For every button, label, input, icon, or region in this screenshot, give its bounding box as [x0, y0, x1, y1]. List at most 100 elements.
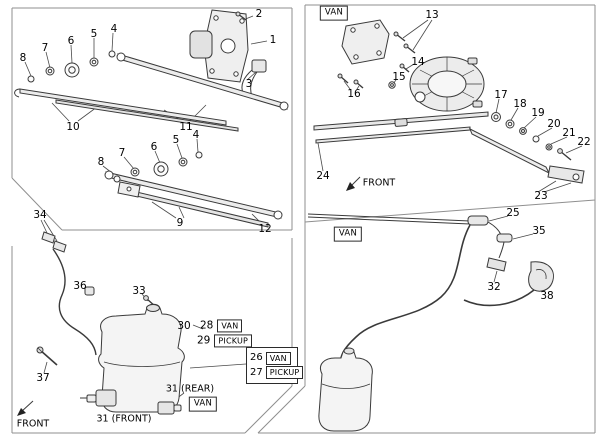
- callout-7-b: 7: [118, 146, 126, 159]
- callout-1: 1: [269, 33, 277, 46]
- motor-bracket: [341, 19, 390, 65]
- callout-10: 10: [66, 120, 80, 133]
- callout-5-b: 5: [172, 133, 180, 146]
- screw-37: [39, 349, 58, 366]
- front-label-right: FRONT: [362, 177, 396, 189]
- van-tag-31-rear: VAN: [188, 396, 218, 412]
- van-tag-26: VAN: [265, 351, 291, 365]
- pickup-tag-29: PICKUP: [214, 334, 253, 348]
- callout-28-row: 28 VAN: [200, 319, 243, 333]
- callout-27-row: 27 PICKUP: [250, 366, 304, 380]
- panel-bottom-left-border: [11, 238, 293, 434]
- nut-8: [113, 175, 121, 183]
- callout-12: 12: [258, 222, 272, 235]
- callout-21: 21: [562, 126, 576, 139]
- callout-9: 9: [176, 216, 184, 229]
- callout-16: 16: [347, 87, 361, 100]
- callout-26: 26: [250, 352, 263, 364]
- callout-14: 14: [411, 55, 425, 68]
- nut-4: [108, 50, 116, 58]
- callout-29-row: 29 PICKUP: [197, 334, 253, 348]
- motor-shaft: [414, 91, 426, 103]
- callout-25: 25: [506, 206, 520, 219]
- callout-3: 3: [245, 77, 253, 90]
- callout-28: 28: [200, 319, 214, 332]
- washer-nozzle-34a: [41, 231, 56, 244]
- hose-main: [339, 224, 471, 367]
- callout-37: 37: [36, 371, 50, 384]
- callout-13: 13: [425, 8, 439, 21]
- nut-8: [27, 75, 35, 83]
- washer-circuit-van: [307, 213, 554, 432]
- hose-top: [307, 213, 471, 225]
- callout-4-a: 4: [110, 22, 118, 35]
- washer-system-front: [17, 231, 185, 416]
- callout-24: 24: [316, 169, 330, 182]
- callout-7-a: 7: [41, 41, 49, 54]
- callout-35: 35: [532, 224, 546, 237]
- van-tag-28: VAN: [217, 319, 243, 333]
- pump-rear-31: [157, 401, 175, 415]
- panel-mid-right-border: [257, 200, 596, 434]
- callout-17: 17: [494, 88, 508, 101]
- wiper-motor-front: [189, 30, 213, 59]
- callout-32: 32: [487, 280, 501, 293]
- callout-26-row: 26 VAN: [250, 351, 294, 365]
- callout-34: 34: [33, 208, 47, 221]
- callout-2: 2: [255, 7, 263, 20]
- callout-4-b: 4: [192, 128, 200, 141]
- callout-30: 30: [177, 319, 191, 332]
- filler-cap-30: [146, 304, 160, 312]
- wiper-arm: [19, 88, 227, 126]
- callout-8-a: 8: [19, 51, 27, 64]
- callout-22: 22: [577, 135, 591, 148]
- hose-junction-35: [496, 233, 513, 243]
- panel-top-right-border: [304, 4, 596, 223]
- hose: [52, 248, 97, 356]
- van-tag-mid-right: VAN: [333, 226, 363, 242]
- washer-nozzle-32: [486, 257, 507, 272]
- panel-borders: [11, 4, 596, 434]
- callout-11: 11: [179, 120, 193, 133]
- filler-cap: [343, 347, 355, 355]
- callout-8-b: 8: [97, 155, 105, 168]
- front-label-bottom: FRONT: [16, 418, 50, 430]
- nut-4: [195, 151, 203, 159]
- hose-connector-25: [467, 215, 489, 226]
- callout-33: 33: [132, 284, 146, 297]
- callout-31-front: 31 (FRONT): [96, 413, 152, 425]
- wiper-linkage-assembly-2: [104, 151, 283, 228]
- hose-clip-36: [84, 286, 95, 296]
- callout-27: 27: [250, 366, 263, 378]
- callout-6-a: 6: [67, 34, 75, 47]
- callout-18: 18: [513, 97, 527, 110]
- arm-adapter-23: [547, 165, 585, 184]
- variant-box-26-27: 26 VAN 27 PICKUP: [246, 347, 304, 384]
- washer-nozzle-34b: [52, 240, 67, 253]
- callout-38: 38: [540, 289, 554, 302]
- panel-top-left-border: [11, 7, 293, 231]
- elbow-38: [528, 261, 554, 292]
- washer-bottle-van: [318, 347, 373, 432]
- callout-20: 20: [547, 117, 561, 130]
- wiper-blade-lower: [315, 126, 471, 144]
- wiper-motor-assembly-van: [313, 19, 585, 191]
- washer-20: [532, 135, 540, 143]
- callout-5-a: 5: [90, 27, 98, 40]
- wiper-blade: [55, 99, 239, 132]
- connector-3: [251, 59, 267, 73]
- van-tag-top-right: VAN: [319, 5, 349, 21]
- callout-6-b: 6: [150, 140, 158, 153]
- callout-29: 29: [197, 334, 211, 347]
- hose-branch: [463, 289, 535, 307]
- callout-36: 36: [73, 279, 87, 292]
- pickup-tag-27: PICKUP: [265, 366, 304, 380]
- callout-19: 19: [531, 106, 545, 119]
- wiper-arm: [469, 127, 551, 175]
- pump-front-31: [95, 389, 117, 407]
- callout-23: 23: [534, 189, 548, 202]
- callout-15: 15: [392, 70, 406, 83]
- callout-31-rear: 31 (REAR): [165, 383, 215, 395]
